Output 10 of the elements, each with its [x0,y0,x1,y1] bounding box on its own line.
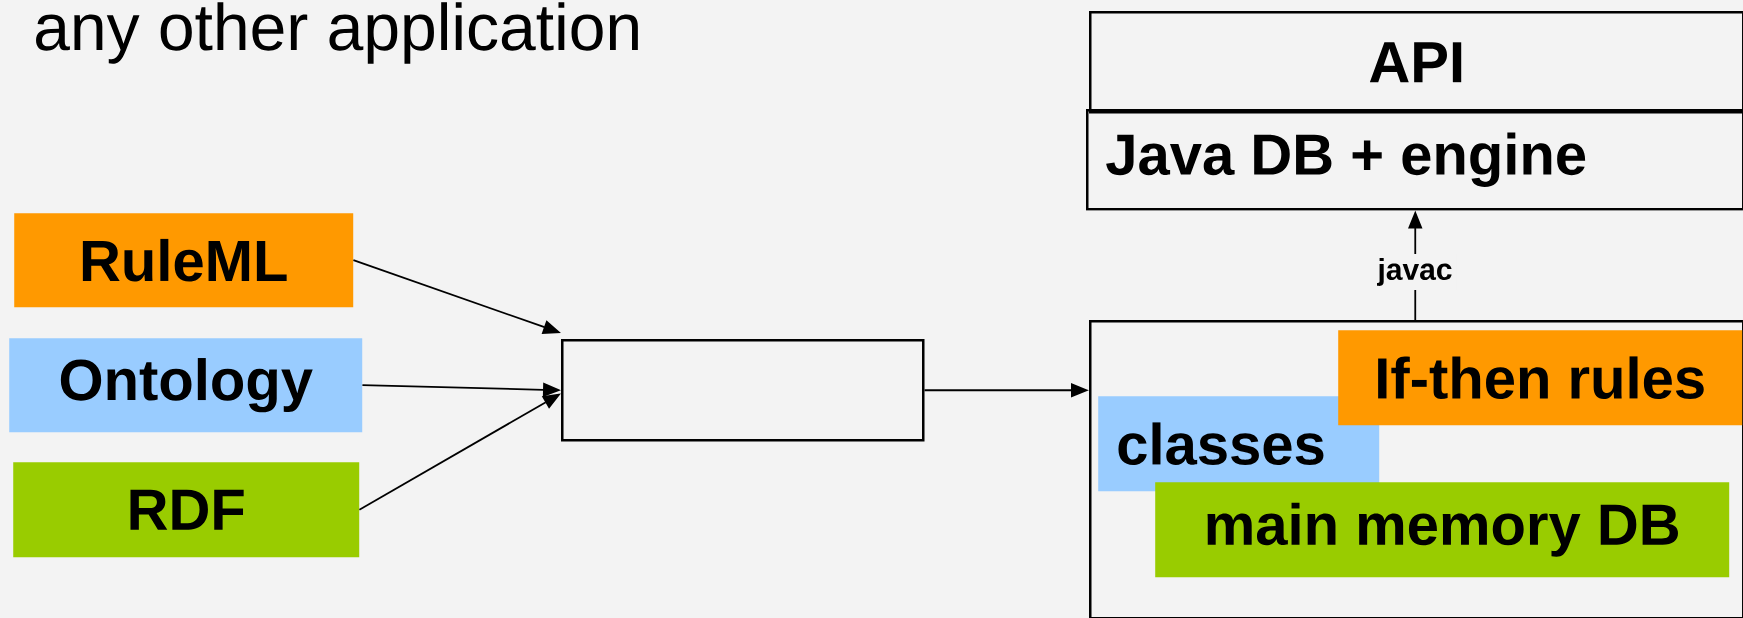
process-box: RuleML [14,213,354,308]
process-box: main memory DB [1155,482,1730,578]
edge-label: javac [1373,254,1457,290]
process-box: RDF [13,462,360,558]
process-box: Ontology [9,338,363,433]
process-box: If-then rules [1338,330,1743,426]
process-box [561,339,925,442]
slide-text: any other application [36,2,638,64]
process-box: API [1089,11,1743,114]
process-box: Java DB + engine [1086,109,1743,211]
